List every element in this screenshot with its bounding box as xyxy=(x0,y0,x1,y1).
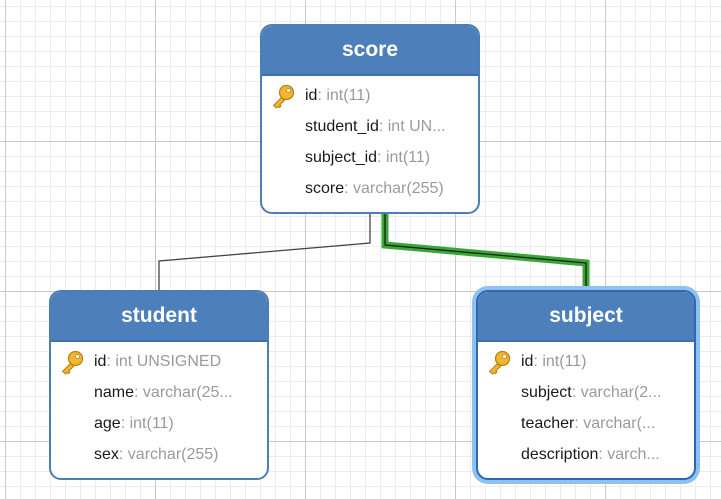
field-row[interactable]: subject: varchar(2... xyxy=(478,377,694,408)
field-type: : int(11) xyxy=(533,353,587,370)
field-name: sex xyxy=(94,446,119,463)
field-name: student_id xyxy=(305,118,379,135)
field-row[interactable]: sex: varchar(255) xyxy=(51,439,267,470)
entity-score[interactable]: score id: int(11) student_id: int UN... … xyxy=(260,24,480,214)
field-type: : int(11) xyxy=(377,149,431,166)
entity-title-student[interactable]: student xyxy=(51,292,267,342)
field-type: : int(11) xyxy=(317,87,371,104)
field-type: : varch... xyxy=(598,446,660,463)
entity-student[interactable]: student id: int UNSIGNED name: varchar(2… xyxy=(49,290,269,480)
relation-score-subject[interactable] xyxy=(381,213,590,291)
field-row[interactable]: subject_id: int(11) xyxy=(262,142,478,173)
field-type: : varchar(255) xyxy=(344,180,444,197)
field-row[interactable]: id: int(11) xyxy=(478,346,694,377)
field-name: name xyxy=(94,384,135,401)
entity-title-subject[interactable]: subject xyxy=(478,292,694,342)
entity-title-score[interactable]: score xyxy=(262,26,478,76)
relation-score-student[interactable] xyxy=(158,213,371,291)
field-row[interactable]: name: varchar(25... xyxy=(51,377,267,408)
field-row[interactable]: id: int UNSIGNED xyxy=(51,346,267,377)
field-row[interactable]: description: varch... xyxy=(478,439,694,470)
field-row[interactable]: teacher: varchar(... xyxy=(478,408,694,439)
field-type: : int UN... xyxy=(378,118,446,135)
field-type: : varchar(... xyxy=(574,415,656,432)
entity-fields-score: id: int(11) student_id: int UN... subjec… xyxy=(262,76,478,204)
field-name: subject xyxy=(521,384,572,401)
entity-fields-subject: id: int(11) subject: varchar(2... teache… xyxy=(478,342,694,470)
field-type: : varchar(2... xyxy=(571,384,662,401)
field-type: : int(11) xyxy=(120,415,174,432)
field-row[interactable]: student_id: int UN... xyxy=(262,111,478,142)
entity-fields-student: id: int UNSIGNED name: varchar(25... age… xyxy=(51,342,267,470)
field-type: : varchar(255) xyxy=(118,446,219,463)
field-row[interactable]: age: int(11) xyxy=(51,408,267,439)
field-name: score xyxy=(305,180,345,197)
field-type: : int UNSIGNED xyxy=(106,353,222,370)
field-name: subject_id xyxy=(305,149,378,166)
field-name: id xyxy=(521,353,534,370)
field-name: id xyxy=(305,87,318,104)
relation-score-subject-core xyxy=(384,213,587,291)
entity-subject[interactable]: subject id: int(11) subject: varchar(2..… xyxy=(476,290,696,480)
field-name: teacher xyxy=(521,415,575,432)
key-icon xyxy=(488,350,511,375)
field-row[interactable]: id: int(11) xyxy=(262,80,478,111)
field-name: age xyxy=(94,415,121,432)
field-row[interactable]: score: varchar(255) xyxy=(262,173,478,204)
key-icon xyxy=(272,84,295,109)
field-name: id xyxy=(94,353,107,370)
field-type: : varchar(25... xyxy=(134,384,233,401)
key-icon xyxy=(61,350,84,375)
field-name: description xyxy=(521,446,599,463)
